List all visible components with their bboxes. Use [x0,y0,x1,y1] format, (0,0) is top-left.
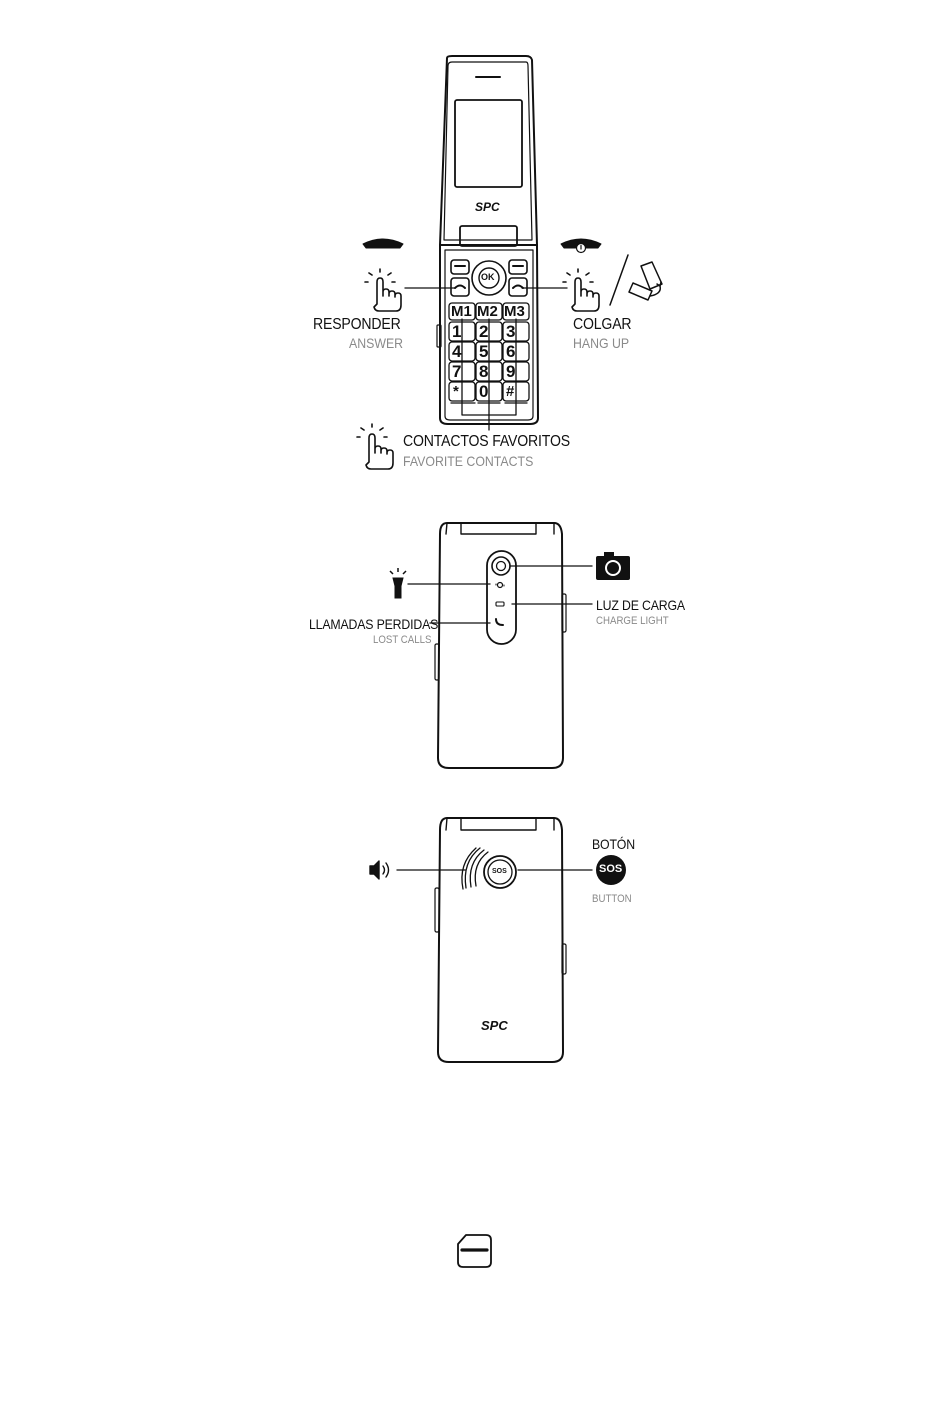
speaker-icon [370,861,389,879]
back-brand-logo: SPC [481,1019,508,1032]
answer-label-en: ANSWER [349,336,403,350]
memory-key-m1: M1 [451,304,472,319]
front-brand-logo: SPC [475,201,500,213]
pointing-hand-icon [365,269,401,311]
hang-up-label-en: HANG UP [573,336,629,350]
key-5: 5 [479,343,488,360]
charge-light-label: LUZ DE CARGA [596,598,685,612]
key-1: 1 [452,323,461,340]
sos-badge-label: SOS [599,864,622,875]
pointing-hand-icon [357,424,393,469]
favorites-label-en: FAVORITE CONTACTS [403,454,533,468]
back-sos-key-label: SOS [492,868,507,875]
sos-button-label-en: BUTTON [592,894,632,905]
display-screen [455,100,522,187]
key-hash: # [506,384,514,399]
sos-button-label: BOTÓN [592,837,635,851]
key-star: * [453,384,459,399]
answer-label: RESPONDER [313,317,401,333]
phone-back-camera [435,523,566,768]
flashlight-icon [390,568,406,598]
ok-key-label: OK [481,273,495,282]
key-9: 9 [506,363,515,380]
key-6: 6 [506,343,515,360]
pointing-hand-icon [563,269,599,311]
flip-close-icon [610,255,662,305]
favorites-label: CONTACTOS FAVORITOS [403,434,570,450]
key-2: 2 [479,323,488,340]
key-3: 3 [506,323,515,340]
key-7: 7 [452,363,461,380]
charge-light-label-en: CHARGE LIGHT [596,616,669,627]
key-4: 4 [452,343,461,360]
camera-icon [596,552,630,580]
memory-key-m2: M2 [477,304,498,319]
memory-key-m3: M3 [504,304,525,319]
key-8: 8 [479,363,488,380]
hang-up-label: COLGAR [573,317,631,333]
key-0: 0 [479,383,488,400]
missed-calls-label: LLAMADAS PERDIDAS [309,617,438,631]
missed-calls-label-en: LOST CALLS [373,635,431,646]
